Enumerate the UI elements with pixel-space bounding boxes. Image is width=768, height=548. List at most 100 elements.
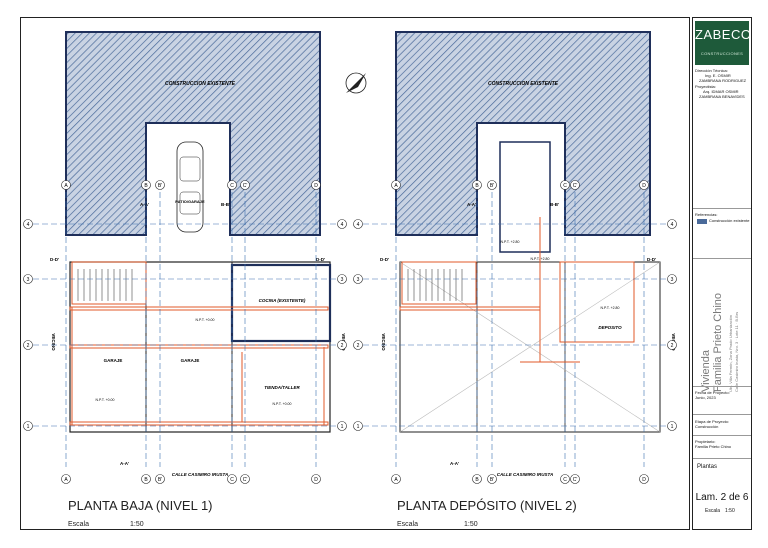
grid-bubble-C': C' <box>240 180 250 190</box>
scale-label: Escala <box>68 521 89 528</box>
sheet-number: Lam. 2 de 6 <box>695 492 749 503</box>
level-mark: N.P.T. +0.00 <box>196 318 215 322</box>
designer-name: Arq. IDMAR OSMIR <box>703 89 739 94</box>
svg-text:C: C <box>230 183 234 189</box>
plan-ground-floor: CONSTRUCCION EXISTENTE PATIO/GARAJE COCI… <box>50 31 367 477</box>
grid-bubble-B: B <box>141 474 151 484</box>
svg-text:2: 2 <box>357 343 360 349</box>
svg-text:2: 2 <box>671 343 674 349</box>
grid-bubble-D: D <box>639 180 649 190</box>
svg-text:D: D <box>642 477 646 483</box>
neighbor-label: VECINO <box>381 333 386 351</box>
drawing-sheet <box>20 17 690 530</box>
grid-bubble-D: D <box>311 180 321 190</box>
grid-bubble-4: 4 <box>23 219 33 229</box>
owner-value: Familia Prieto Chino <box>695 444 732 449</box>
designer-name: ZAMBRANA BENAVIDES <box>699 94 745 99</box>
existing-construction-area <box>65 31 321 236</box>
scale-label: Escala <box>705 508 721 514</box>
level-mark: N.P.T. +2.80 <box>601 306 620 310</box>
svg-text:A: A <box>64 477 68 483</box>
svg-text:1: 1 <box>357 424 360 430</box>
level-mark: N.P.T. +0.00 <box>273 402 292 406</box>
existing-label: CONSTRUCCION EXISTENTE <box>165 81 236 87</box>
grid-bubble-C': C' <box>570 180 580 190</box>
svg-text:4: 4 <box>341 222 344 228</box>
svg-text:B': B' <box>158 183 162 189</box>
grid-bubble-B': B' <box>487 180 497 190</box>
director-name: ZAMBRANA RODRIGUEZ <box>699 78 747 83</box>
room-deposito: DEPOSITO <box>598 325 622 330</box>
grid-bubble-A: A <box>391 474 401 484</box>
sheet-type: Plantas <box>697 464 718 470</box>
grid-bubble-1: 1 <box>337 421 347 431</box>
grid-bubble-2: 2 <box>337 340 347 350</box>
svg-text:D: D <box>314 183 318 189</box>
grid-bubble-C: C <box>227 474 237 484</box>
svg-text:C: C <box>563 183 567 189</box>
grid-bubble-B': B' <box>155 474 165 484</box>
svg-text:C': C' <box>243 183 248 189</box>
svg-text:C': C' <box>573 477 578 483</box>
grid-bubble-1: 1 <box>23 421 33 431</box>
grid-bubble-B': B' <box>155 180 165 190</box>
owner-label: Propietario: <box>695 439 716 444</box>
svg-text:3: 3 <box>671 277 674 283</box>
stage-label: Etapa de Proyecto: <box>695 419 730 424</box>
svg-text:3: 3 <box>341 277 344 283</box>
room-garaje-2: GARAJE <box>181 358 200 363</box>
svg-text:3: 3 <box>27 277 30 283</box>
grid-bubble-C: C <box>560 180 570 190</box>
svg-text:A: A <box>394 477 398 483</box>
svg-text:D: D <box>642 183 646 189</box>
svg-text:B': B' <box>158 477 162 483</box>
svg-text:B: B <box>144 183 148 189</box>
svg-text:4: 4 <box>671 222 674 228</box>
grid-bubble-B: B <box>141 180 151 190</box>
section-mark: D-D' <box>647 257 656 262</box>
plan-title: PLANTA DEPÓSITO (NIVEL 2) <box>397 498 577 513</box>
grid-bubble-1: 1 <box>667 421 677 431</box>
svg-text:C': C' <box>243 477 248 483</box>
svg-text:B': B' <box>490 183 494 189</box>
svg-text:D: D <box>314 477 318 483</box>
svg-text:C: C <box>230 477 234 483</box>
svg-text:2: 2 <box>341 343 344 349</box>
grid-bubble-B: B <box>472 474 482 484</box>
date-value: Junio, 2023 <box>695 395 716 400</box>
grid-bubble-3: 3 <box>337 274 347 284</box>
room-tienda: TIENDA/TALLER <box>264 385 300 390</box>
section-mark: A-A' <box>467 202 476 207</box>
date-label: Fecha de Proyecto: <box>695 390 730 395</box>
svg-text:B: B <box>475 183 479 189</box>
grid-bubble-C: C <box>227 180 237 190</box>
legend-swatch <box>697 219 707 224</box>
section-mark: A-A' <box>120 461 129 466</box>
grid-bubble-3: 3 <box>667 274 677 284</box>
existing-construction-area <box>395 31 651 236</box>
room-garaje-1: GARAJE <box>104 358 123 363</box>
director-label: Dirección Técnica: <box>695 68 728 73</box>
scale-value: 1:50 <box>464 521 478 528</box>
scale-label: Escala <box>397 521 418 528</box>
svg-text:1: 1 <box>671 424 674 430</box>
section-mark: A-A' <box>450 461 459 466</box>
svg-text:B: B <box>475 477 479 483</box>
grid-bubble-4: 4 <box>667 219 677 229</box>
neighbor-label: VECINO <box>51 333 56 351</box>
level-mark: N.P.T. +2.80 <box>501 240 520 244</box>
section-mark: B-B' <box>221 202 230 207</box>
grid-bubble-3: 3 <box>23 274 33 284</box>
designer-label: Proyectista: <box>695 84 716 89</box>
grid-bubble-3: 3 <box>353 274 363 284</box>
existing-label: CONSTRUCCION EXISTENTE <box>488 81 559 87</box>
svg-text:4: 4 <box>27 222 30 228</box>
grid-bubble-2: 2 <box>353 340 363 350</box>
project-name: Vivienda Familia Prieto Chino Ubi. Villa… <box>700 292 739 392</box>
north-arrow-icon <box>345 72 367 94</box>
street-label: CALLE CASIMIRO IRUSTA <box>172 472 228 477</box>
grid-bubble-C: C <box>560 474 570 484</box>
company-logo: ZABECO CONSTRUCCIONES <box>695 21 751 65</box>
floor-plans: CONSTRUCCION EXISTENTE PATIO/GARAJE COCI… <box>23 31 677 528</box>
